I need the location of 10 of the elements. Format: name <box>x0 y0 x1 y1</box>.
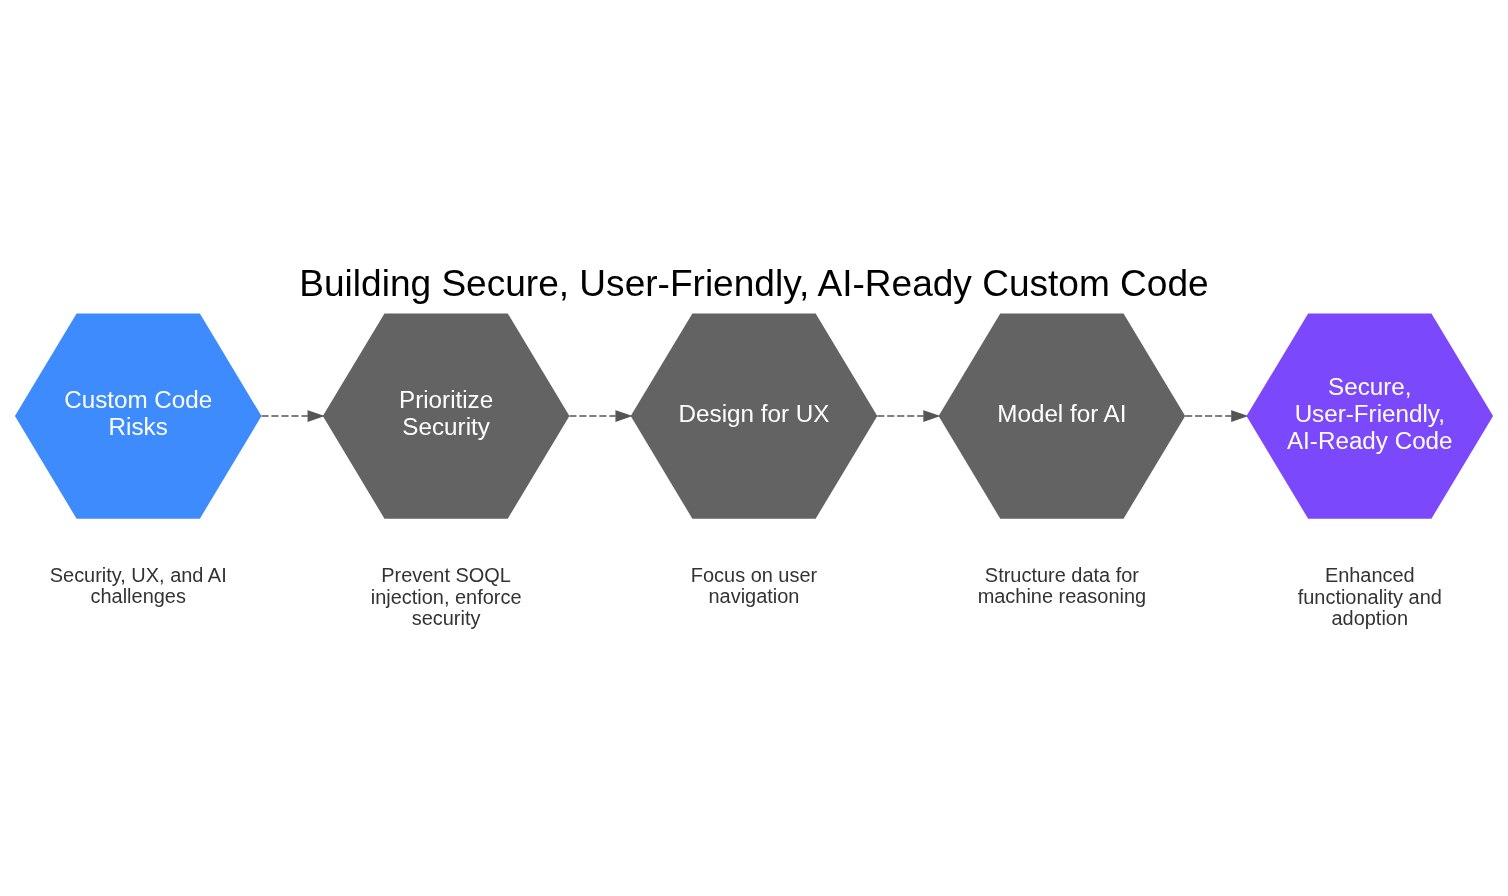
node-label: Security, UX, and AI challenges <box>49 563 227 607</box>
node-label: Enhanced functionality and adoption <box>1297 563 1442 629</box>
arrow <box>260 409 325 422</box>
diagram-title: Building Secure, User-Friendly, AI-Ready Custom Code <box>299 261 1209 304</box>
arrow <box>568 409 633 422</box>
node-label: Structure data for machine reasoning <box>977 563 1147 607</box>
arrow <box>876 409 941 422</box>
node-label: Prevent SOQL injection, enforce security <box>370 563 522 629</box>
arrow <box>1184 409 1249 422</box>
node-label: Focus on user navigation <box>690 563 818 607</box>
